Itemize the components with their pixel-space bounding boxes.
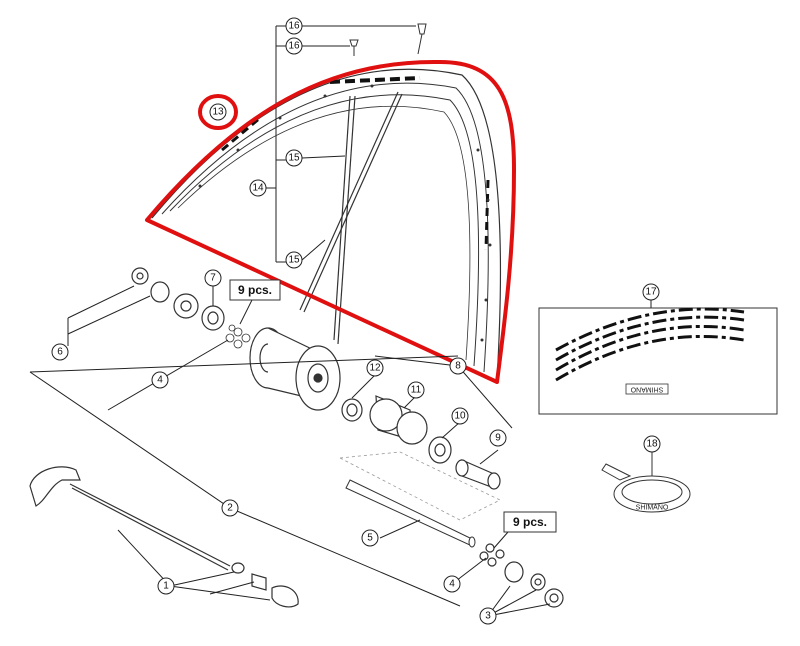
rim [151,68,502,381]
callout-12: 12 [366,359,384,377]
freehub-body [341,395,501,490]
hub-shell [249,327,341,411]
svg-text:13: 13 [212,107,224,118]
decal-logo-box [625,383,669,395]
svg-text:9 pcs.: 9 pcs. [513,515,547,529]
svg-text:8: 8 [455,361,461,372]
svg-text:14: 14 [252,183,264,194]
callout-9: 9 [489,429,507,447]
callout-1: 1 [157,577,175,595]
svg-text:4: 4 [157,375,163,386]
pcs-tag-lower: 9 pcs. [503,511,557,533]
callout-10: 10 [451,407,469,425]
callout-14: 14 [249,179,267,197]
svg-text:11: 11 [411,385,422,396]
svg-text:1: 1 [163,581,169,592]
rim-tape-brand-text: SHIMANO [636,505,669,512]
rim-tape: SHIMANO [601,452,691,513]
svg-text:15: 15 [288,153,300,164]
callout-7: 7 [204,269,222,287]
hub-left-parts [131,267,225,331]
spokes [299,91,403,345]
svg-text:3: 3 [485,611,491,622]
callout-2: 2 [221,499,239,517]
svg-text:17: 17 [645,287,657,298]
svg-text:5: 5 [367,533,373,544]
svg-text:9 pcs.: 9 pcs. [238,283,272,297]
callout-5: 5 [361,529,379,547]
svg-text:18: 18 [646,439,658,450]
axle [345,479,476,548]
decal-panel: SHIMANO [538,300,778,415]
svg-text:16: 16 [288,41,300,52]
svg-text:15: 15 [288,255,300,266]
svg-text:10: 10 [454,411,466,422]
svg-text:7: 7 [210,273,216,284]
callout-15a: 15 [285,149,303,167]
svg-text:16: 16 [288,21,300,32]
callout-6: 6 [51,343,69,361]
callout-15b: 15 [285,251,303,269]
callout-4-lower: 4 [443,575,461,593]
leader-lines [29,285,551,617]
svg-text:2: 2 [227,503,233,514]
spoke-nipples [349,23,427,56]
callout-16b: 16 [285,37,303,55]
callout-8: 8 [449,357,467,375]
callout-4-upper: 4 [151,371,169,389]
decal-brand-text: SHIMANO [630,386,663,393]
rim-spoke-holes [198,84,492,342]
callout-13: 13 [209,103,227,121]
svg-text:6: 6 [57,347,63,358]
highlight-outline [145,59,516,384]
svg-text:12: 12 [369,363,381,374]
callout-17: 17 [642,283,660,301]
quick-release [29,466,299,608]
hub-right-parts [479,543,564,608]
svg-text:9: 9 [495,433,501,444]
axle-box-outline [338,451,501,521]
callout-11: 11 [407,381,425,399]
callout-bracket-14 [266,25,416,263]
callout-3: 3 [479,607,497,625]
svg-text:4: 4 [449,579,455,590]
pawl-star-upper [225,324,251,349]
pcs-tag-upper: 9 pcs. [229,279,281,301]
callout-18: 18 [643,435,661,453]
callout-16a: 16 [285,17,303,35]
